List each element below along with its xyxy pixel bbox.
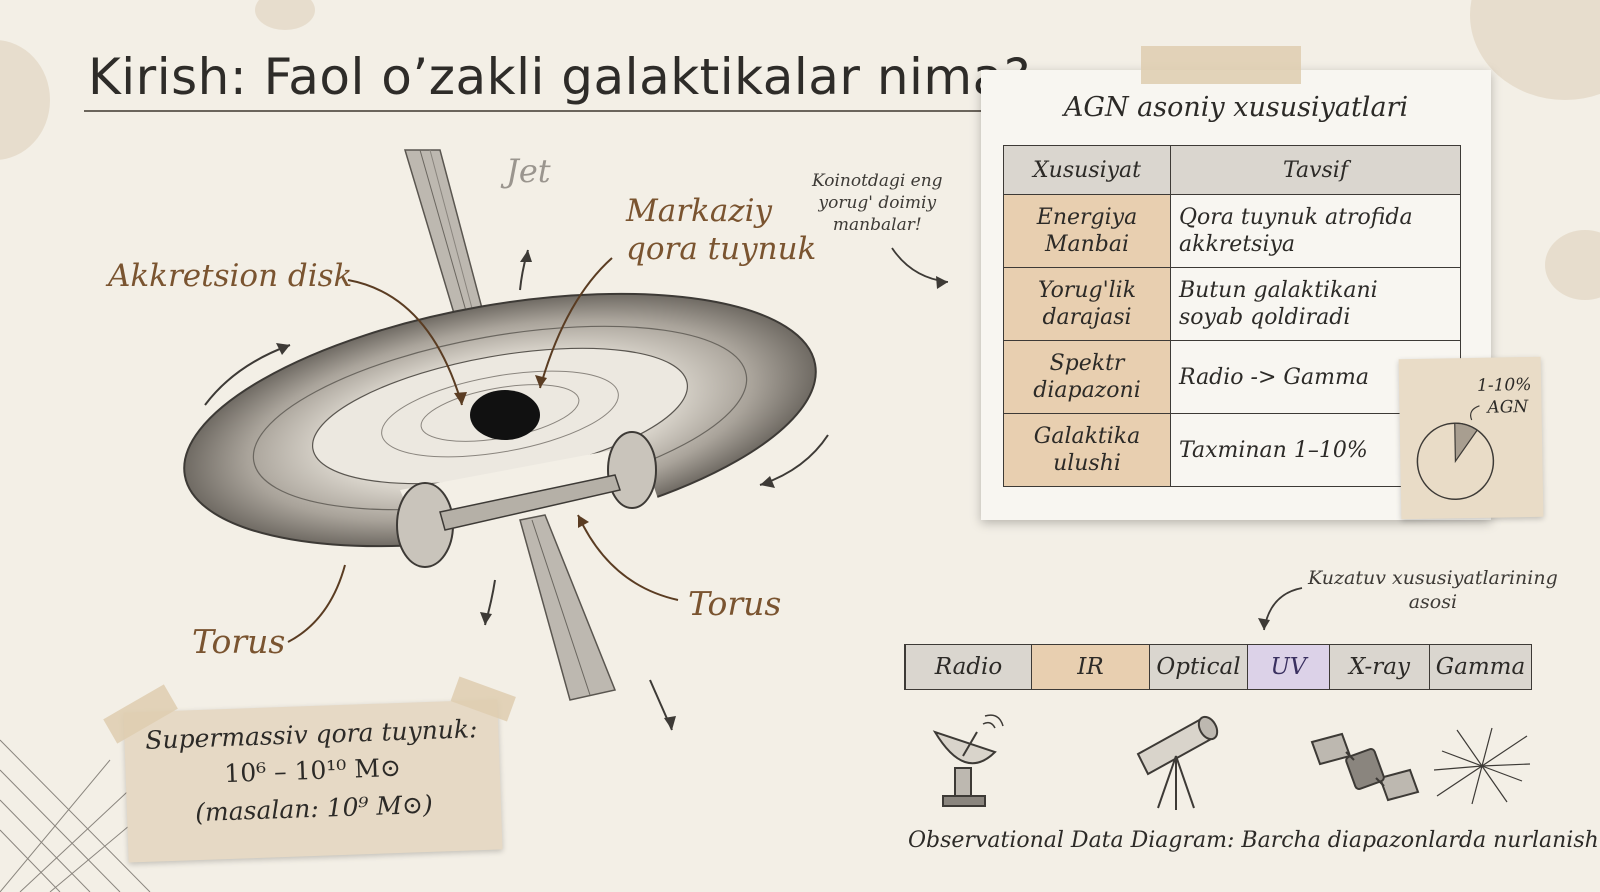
mass-note-line2: 10⁶ – 10¹⁰ M⊙ [223,752,402,789]
black-hole-mass-note: Supermassiv qora tuynuk: 10⁶ – 10¹⁰ M⊙ (… [103,676,516,863]
observation-basis-note: Kuzatuv xususiyatlarining asosi [1308,566,1558,614]
band-uv: UV [1248,645,1330,689]
spectrum-note-line2: asosi [1408,591,1458,613]
accretion-disk-label: Akkretsion disk [108,258,353,294]
agn-fraction-pie [1416,405,1495,501]
black-hole-label-line2: qora tuynuk [626,231,817,267]
torus-label-right: Torus [688,584,782,623]
table-row: Spektr diapazoni Radio -> Gamma [1003,340,1461,414]
agn-fraction-note: 1-10% AGN [1398,356,1544,520]
black-hole-label-line1: Markaziy [626,193,773,229]
side-note-line3: manbalar! [832,215,922,235]
torus-label-left: Torus [192,622,286,661]
cell-text: Butun galaktikani soyab qoldiradi [1179,278,1378,330]
cell-text: Spektr diapazoni [1033,351,1141,403]
mass-note-line1: Supermassiv qora tuynuk: [144,714,478,755]
title-underline [84,110,984,112]
black-hole [470,390,540,440]
cell-text: Yorug'lik darajasi [1037,278,1137,330]
table-cell-property: Yorug'lik darajasi [1003,267,1171,341]
cell-text: Qora tuynuk atrofida akkretsiya [1179,205,1413,257]
band-radio: Radio [906,645,1032,689]
gamma-burst-icon [1433,727,1531,805]
band-xray: X-ray [1330,645,1430,689]
table-cell-description: Butun galaktikani soyab qoldiradi [1170,267,1461,341]
black-hole-label: Markaziy qora tuynuk [626,192,816,268]
table-cell-property: Spektr diapazoni [1003,340,1171,414]
pie-slice-agn [1454,422,1479,464]
spectrum-note-line1: Kuzatuv xususiyatlarining [1308,567,1558,589]
pie-note-line1: 1-10% [1476,374,1532,396]
radio-dish-icon [932,714,1004,807]
table-row: Energiya Manbai Qora tuynuk atrofida akk… [1003,194,1461,268]
table-header-row: Xususiyat Tavsif [1003,145,1461,195]
column-header-property: Xususiyat [1003,145,1171,195]
page-title: Kirish: Faol o’zakli galaktikalar nima? [88,48,1031,106]
side-note-line2: yorug' doimiy [818,193,937,213]
column-header-description: Tavsif [1170,145,1461,195]
telescope-icon [1136,715,1219,810]
lower-jet [519,514,617,701]
table-cell-property: Galaktika ulushi [1003,413,1171,487]
table-cell-description: Qora tuynuk atrofida akkretsiya [1170,194,1461,268]
agn-properties-table: Xususiyat Tavsif Energiya Manbai Qora tu… [1003,145,1461,487]
satellite-icon [1310,732,1420,802]
table-row: Galaktika ulushi Taxminan 1–10% [1003,413,1461,487]
spectrum-note-arrow [1258,587,1303,631]
side-note-line1: Koinotdagi eng [812,171,943,191]
coffee-stain [1545,230,1600,300]
cell-text: Taxminan 1–10% [1179,437,1368,463]
agn-diagram [0,149,949,892]
band-optical: Optical [1150,645,1248,689]
table-title: AGN asoniy xususiyatlari [1063,92,1409,123]
table-cell-property: Energiya Manbai [1003,194,1171,268]
electromagnetic-spectrum-bar: Radio IR Optical UV X-ray Gamma [904,644,1532,690]
cell-text: Galaktika ulushi [1033,424,1141,476]
tape [1141,46,1301,84]
band-ir: IR [1032,645,1150,689]
jet-label: Jet [506,152,551,190]
cell-text: Radio -> Gamma [1179,364,1369,390]
cell-text: Energiya Manbai [1036,205,1138,257]
mass-note-line3: (masalan: 10⁹ M⊙) [194,789,434,828]
table-row: Yorug'lik darajasi Butun galaktikani soy… [1003,267,1461,341]
band-gamma: Gamma [1430,645,1532,689]
brightest-sources-note: Koinotdagi eng yorug' doimiy manbalar! [812,170,943,236]
spectrum-caption: Observational Data Diagram: Barcha diapa… [908,828,1599,853]
